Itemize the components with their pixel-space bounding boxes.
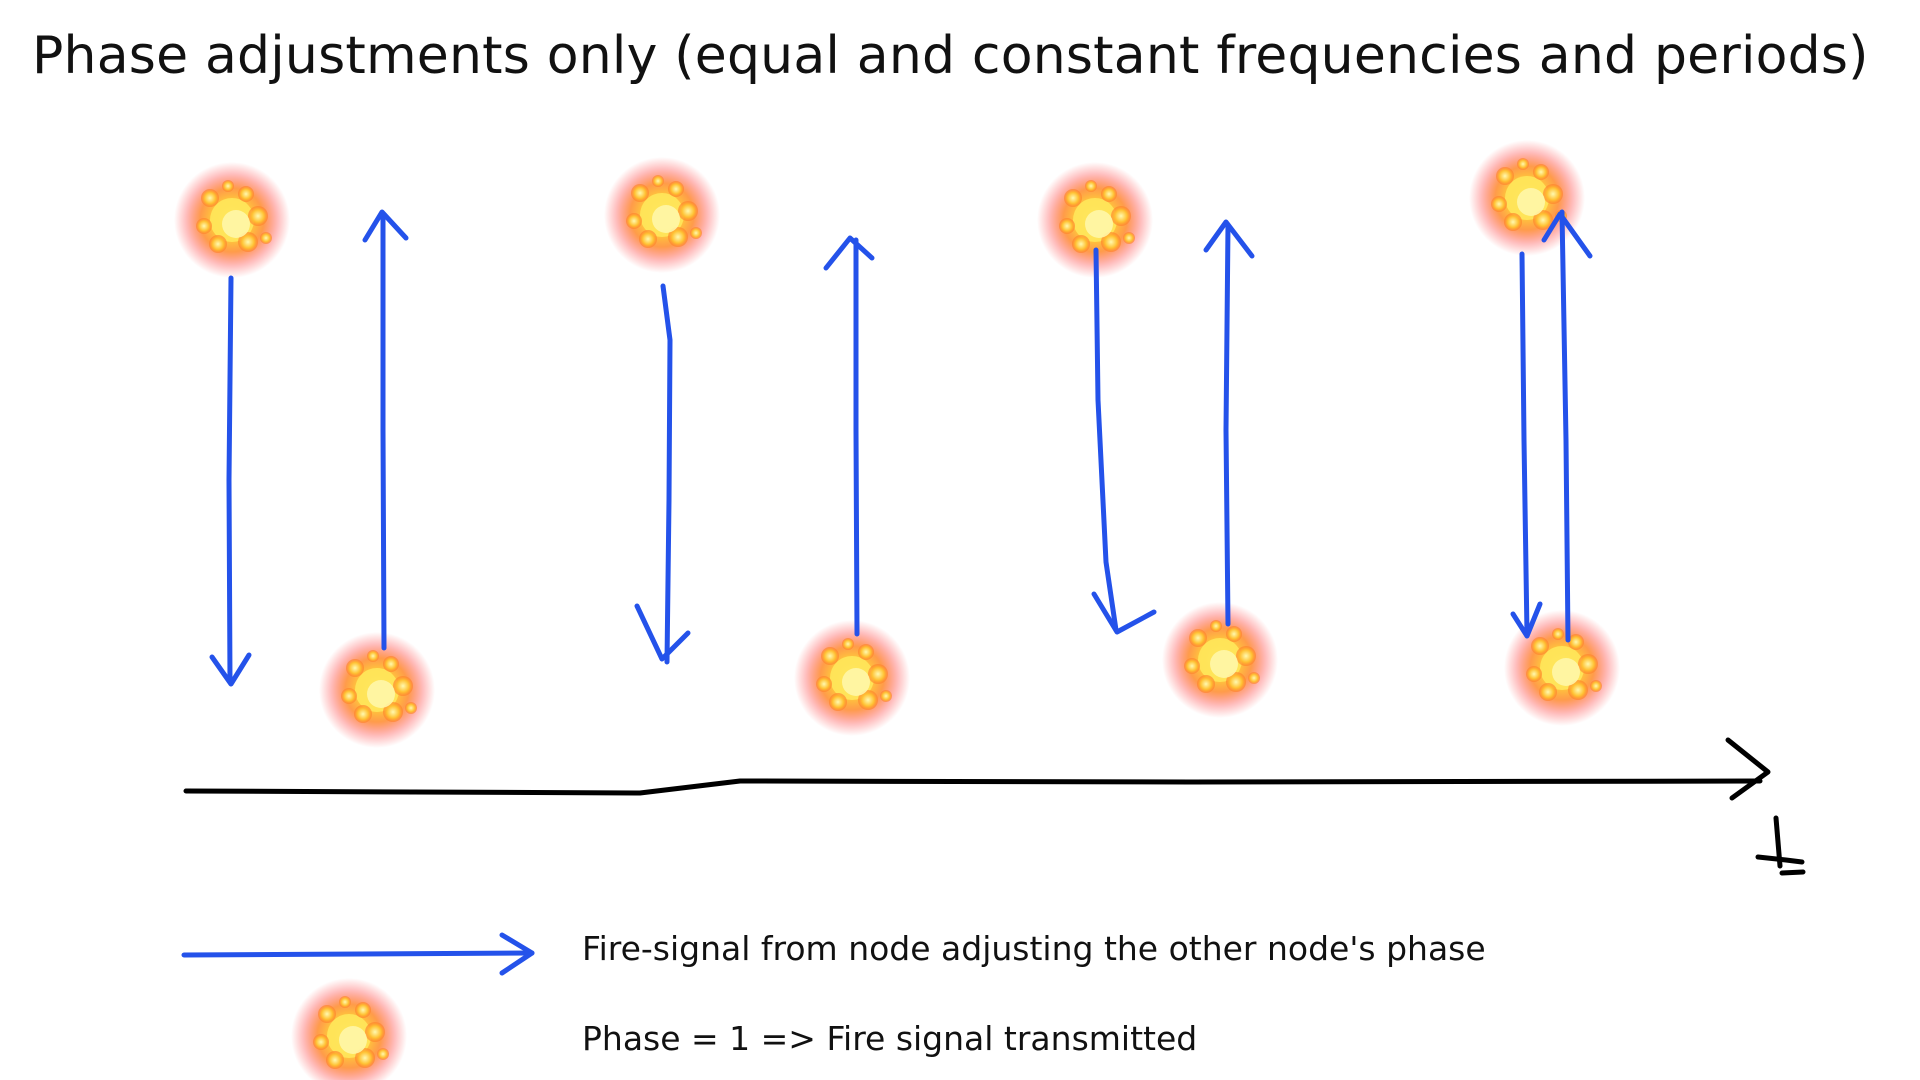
down-arrow bbox=[1091, 247, 1157, 635]
up-arrow bbox=[1541, 209, 1593, 643]
down-arrow bbox=[634, 283, 691, 665]
legend-fire-label: Phase = 1 => Fire signal transmitted bbox=[582, 1019, 1198, 1058]
fire-burst-icon bbox=[604, 157, 720, 273]
fire-burst-icon bbox=[1162, 602, 1278, 718]
diagram-title: Phase adjustments only (equal and consta… bbox=[32, 26, 1869, 86]
down-arrow bbox=[209, 275, 252, 687]
fire-burst-icon bbox=[794, 620, 910, 736]
fire-burst-icon bbox=[1469, 140, 1585, 256]
legend-fire-icon bbox=[291, 978, 407, 1080]
legend-arrow-label: Fire-signal from node adjusting the othe… bbox=[582, 929, 1486, 968]
up-arrow bbox=[823, 235, 875, 637]
time-axis bbox=[183, 737, 1771, 801]
fire-burst-icon bbox=[174, 162, 290, 278]
time-axis-label bbox=[1755, 815, 1806, 876]
axis-label-text: t bbox=[1740, 830, 1741, 831]
legend-arrow-icon bbox=[181, 932, 535, 976]
fire-burst-icon bbox=[319, 632, 435, 748]
up-arrow bbox=[1203, 219, 1255, 627]
up-arrow bbox=[362, 209, 409, 651]
down-arrow bbox=[1510, 251, 1543, 639]
